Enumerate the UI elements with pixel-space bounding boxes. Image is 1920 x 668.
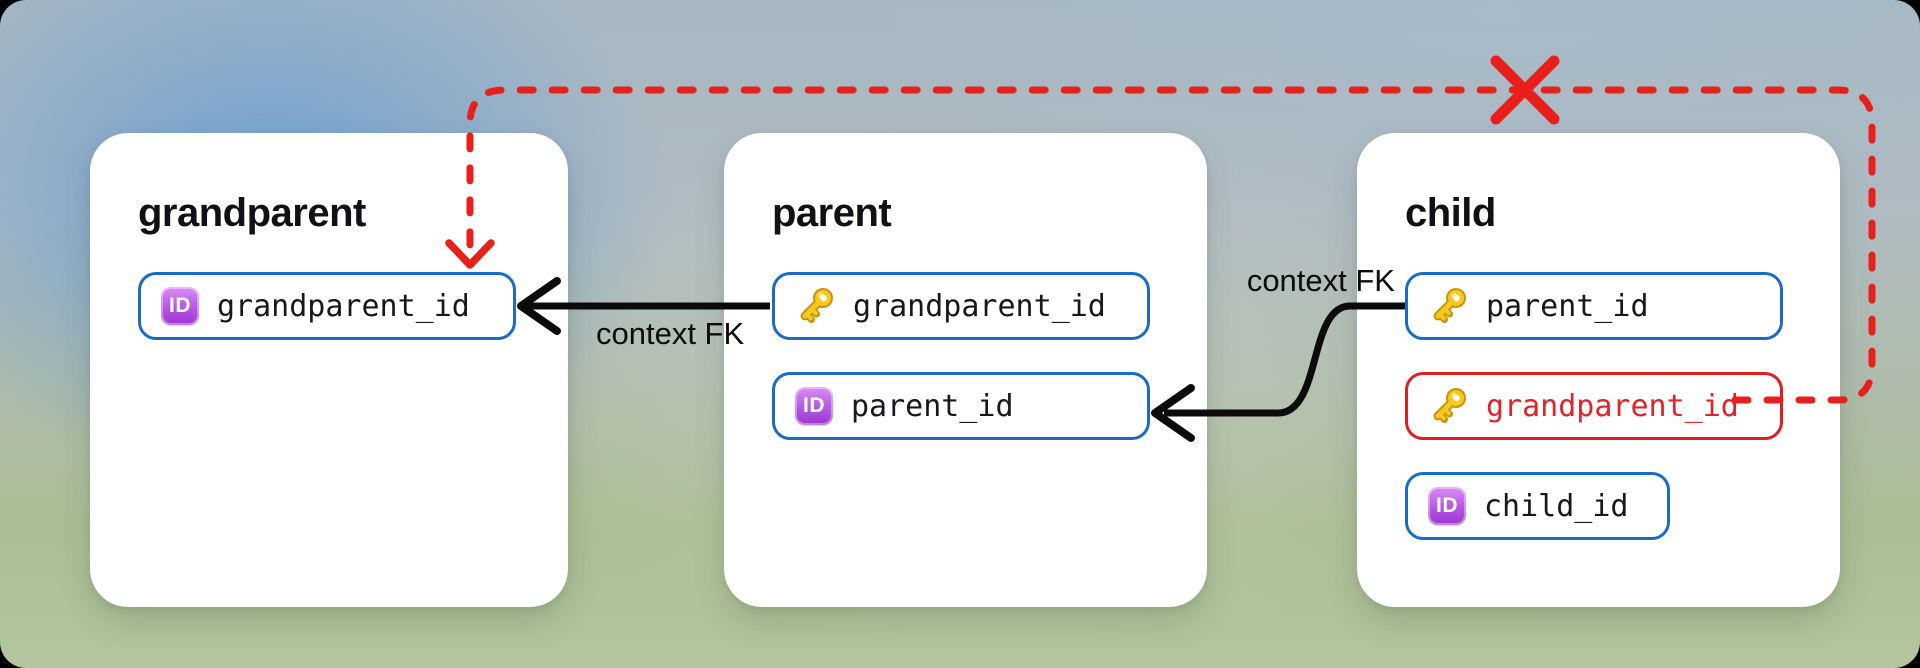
id-badge-text: ID (803, 394, 825, 417)
field-name: child_id (1484, 488, 1629, 524)
field-pill-child-parent-id[interactable]: parent_id (1405, 272, 1783, 340)
key-icon (1433, 388, 1466, 423)
field-name: grandparent_id (853, 288, 1106, 324)
table-title-parent: parent (772, 191, 892, 235)
table-title-child: child (1405, 191, 1496, 235)
id-badge-icon: ID (161, 287, 199, 325)
field-name: grandparent_id (1486, 388, 1739, 424)
field-name: parent_id (1486, 288, 1649, 324)
key-icon (800, 288, 833, 323)
key-icon (1433, 288, 1466, 323)
table-card-child[interactable]: child parent_id (1357, 133, 1840, 607)
id-badge-text: ID (169, 294, 191, 317)
id-badge-icon: ID (795, 387, 833, 425)
blocked-x-icon (1490, 55, 1560, 125)
id-badge-text: ID (1436, 494, 1458, 517)
field-pill-parent-parent-id[interactable]: ID parent_id (772, 372, 1150, 440)
table-card-parent[interactable]: parent grandparent_id ID parent_id (724, 133, 1207, 607)
field-pill-parent-grandparent-id[interactable]: grandparent_id (772, 272, 1150, 340)
id-badge-icon: ID (1428, 487, 1466, 525)
field-pill-grandparent-grandparent-id[interactable]: ID grandparent_id (138, 272, 516, 340)
table-card-grandparent[interactable]: grandparent ID grandparent_id (90, 133, 568, 607)
field-name: grandparent_id (217, 288, 470, 324)
field-pill-child-grandparent-id-blocked[interactable]: grandparent_id (1405, 372, 1783, 440)
field-name: parent_id (851, 388, 1014, 424)
field-pill-child-child-id[interactable]: ID child_id (1405, 472, 1670, 540)
edge-label-context-fk-2: context FK (1246, 263, 1395, 298)
edge-label-context-fk-1: context FK (596, 316, 745, 351)
table-title-grandparent: grandparent (138, 191, 366, 235)
